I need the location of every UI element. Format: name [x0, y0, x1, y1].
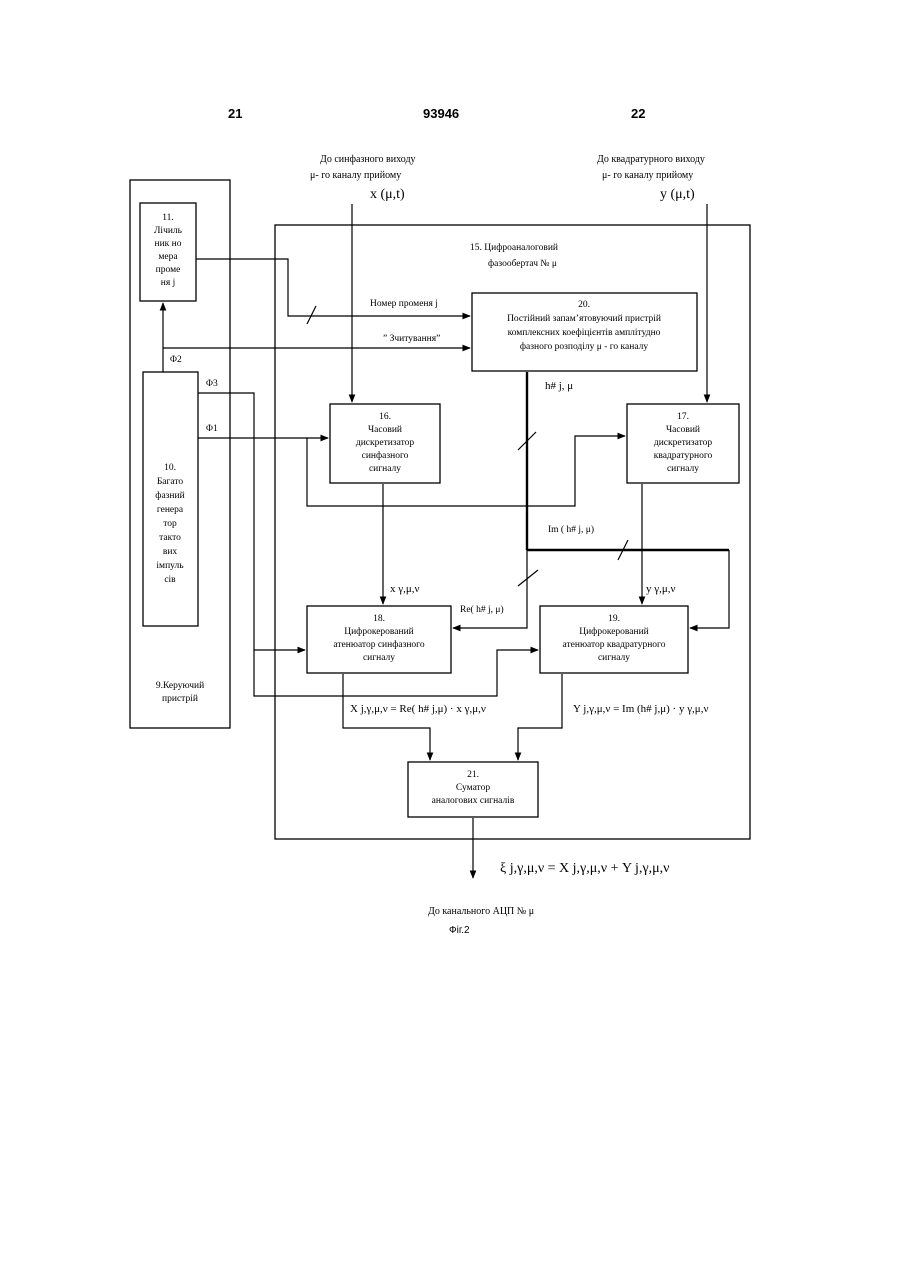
block-11-label: Лічиль: [154, 226, 183, 236]
block-11-label: 11.: [162, 213, 174, 223]
y-out-label: Y j,γ,μ,ν = Im (h# j,μ) · y γ,μ,ν: [573, 703, 708, 715]
block-19-label: атенюатор квадратурного: [563, 640, 666, 650]
block-17-label: сигналу: [667, 464, 699, 474]
block-18-label: атенюатор синфазного: [333, 639, 424, 650]
block-16-label: 16.: [379, 412, 391, 422]
inphase-input-line2: μ- го каналу прийому: [310, 170, 401, 181]
bus-slash: [518, 570, 538, 586]
block-10-label: імпуль: [156, 561, 184, 571]
block-18-label: 18.: [373, 614, 385, 624]
x-out-label: X j,γ,μ,ν = Re( h# j,μ) · x γ,μ,ν: [350, 703, 486, 715]
quadrature-input-line1: До квадратурного виходу: [597, 154, 705, 165]
h-label: h# j, μ: [545, 380, 573, 392]
block-17-label: квадратурного: [654, 451, 713, 461]
block-11-label: ня j: [161, 278, 175, 288]
quadrature-input-symbol: y (μ,t): [660, 187, 695, 202]
phi2-label: Φ2: [170, 355, 182, 365]
block-17-label: дискретизатор: [654, 438, 712, 448]
phi1-label: Φ1: [206, 424, 218, 434]
output-destination-label: До канального АЦП № μ: [428, 906, 534, 917]
block-21-label: Суматор: [456, 783, 490, 793]
block-20-label: комплексних коефіцієнтів амплітудно: [508, 327, 661, 338]
block-10-label: генера: [157, 505, 184, 515]
block-9-label-1: 9.Керуючий: [156, 680, 204, 691]
inphase-input-line1: До синфазного виходу: [320, 154, 416, 165]
block-9-label-2: пристрій: [162, 693, 198, 704]
phi1-to-17-arrow: [307, 436, 625, 506]
xi-output-label: ξ j,γ,μ,ν = X j,γ,μ,ν + Y j,γ,μ,ν: [500, 861, 669, 876]
block-10-label: 10.: [164, 463, 176, 473]
block-20-label: Постійний запам’ятовуючий пристрій: [507, 313, 661, 324]
read-label: ” Зчитування”: [383, 334, 440, 344]
block-17-label: Часовий: [666, 424, 700, 435]
block-10-label: вих: [163, 547, 178, 557]
block-11-label: мера: [158, 252, 178, 262]
block-19-label: Цифрокерований: [579, 626, 649, 637]
block-19-label: сигналу: [598, 653, 630, 663]
page-number-left: 21: [228, 106, 242, 121]
block-18-label: сигналу: [363, 653, 395, 663]
page-number-right: 22: [631, 106, 645, 121]
block-10-label: такто: [159, 533, 181, 543]
quadrature-input-line2: μ- го каналу прийому: [602, 170, 693, 181]
im-label: Im ( h# j, μ): [548, 524, 594, 535]
im-to-19-arrow: [690, 550, 729, 628]
block-15-label-1: 15. Цифроаналоговий: [470, 242, 558, 253]
phi3-label: Φ3: [206, 379, 218, 389]
block-21-label: 21.: [467, 770, 479, 780]
y-sample-label: y γ,μ,ν: [646, 583, 676, 595]
block-21-label: аналогових сигналів: [432, 796, 515, 806]
block-10-label: тор: [163, 519, 177, 529]
block-11-label: ник но: [155, 239, 182, 249]
beam-number-label: Номер променя j: [370, 299, 438, 309]
block-15-label-2: фазообертач № μ: [488, 258, 557, 269]
block-9-control-device: [130, 180, 230, 728]
block-10-label: фазний: [155, 490, 184, 501]
block-18-label: Цифрокерований: [344, 626, 414, 637]
block-17-label: 17.: [677, 412, 689, 422]
re-label: Re( h# j, μ): [460, 604, 504, 615]
x-out-arrow: [343, 674, 430, 760]
block-16-label: синфазного: [362, 450, 409, 461]
block-19-label: 19.: [608, 614, 620, 624]
bus-slash: [307, 306, 316, 324]
block-10-label: Багато: [157, 477, 184, 487]
block-20-label: 20.: [578, 300, 590, 310]
inphase-input-symbol: x (μ,t): [370, 187, 405, 202]
x-sample-label: x γ,μ,ν: [390, 583, 420, 595]
block-16-label: дискретизатор: [356, 438, 414, 448]
block-10-label: сів: [164, 575, 176, 585]
figure-caption: Фіг.2: [449, 925, 470, 936]
y-out-arrow: [518, 674, 562, 760]
block-11-label: проме: [156, 265, 181, 275]
block-20-label: фазного розподілу μ - го каналу: [520, 341, 649, 352]
re-to-18-arrow: [453, 550, 527, 628]
block-16-label: сигналу: [369, 464, 401, 474]
patent-number: 93946: [423, 106, 459, 121]
block-16-label: Часовий: [368, 424, 402, 435]
